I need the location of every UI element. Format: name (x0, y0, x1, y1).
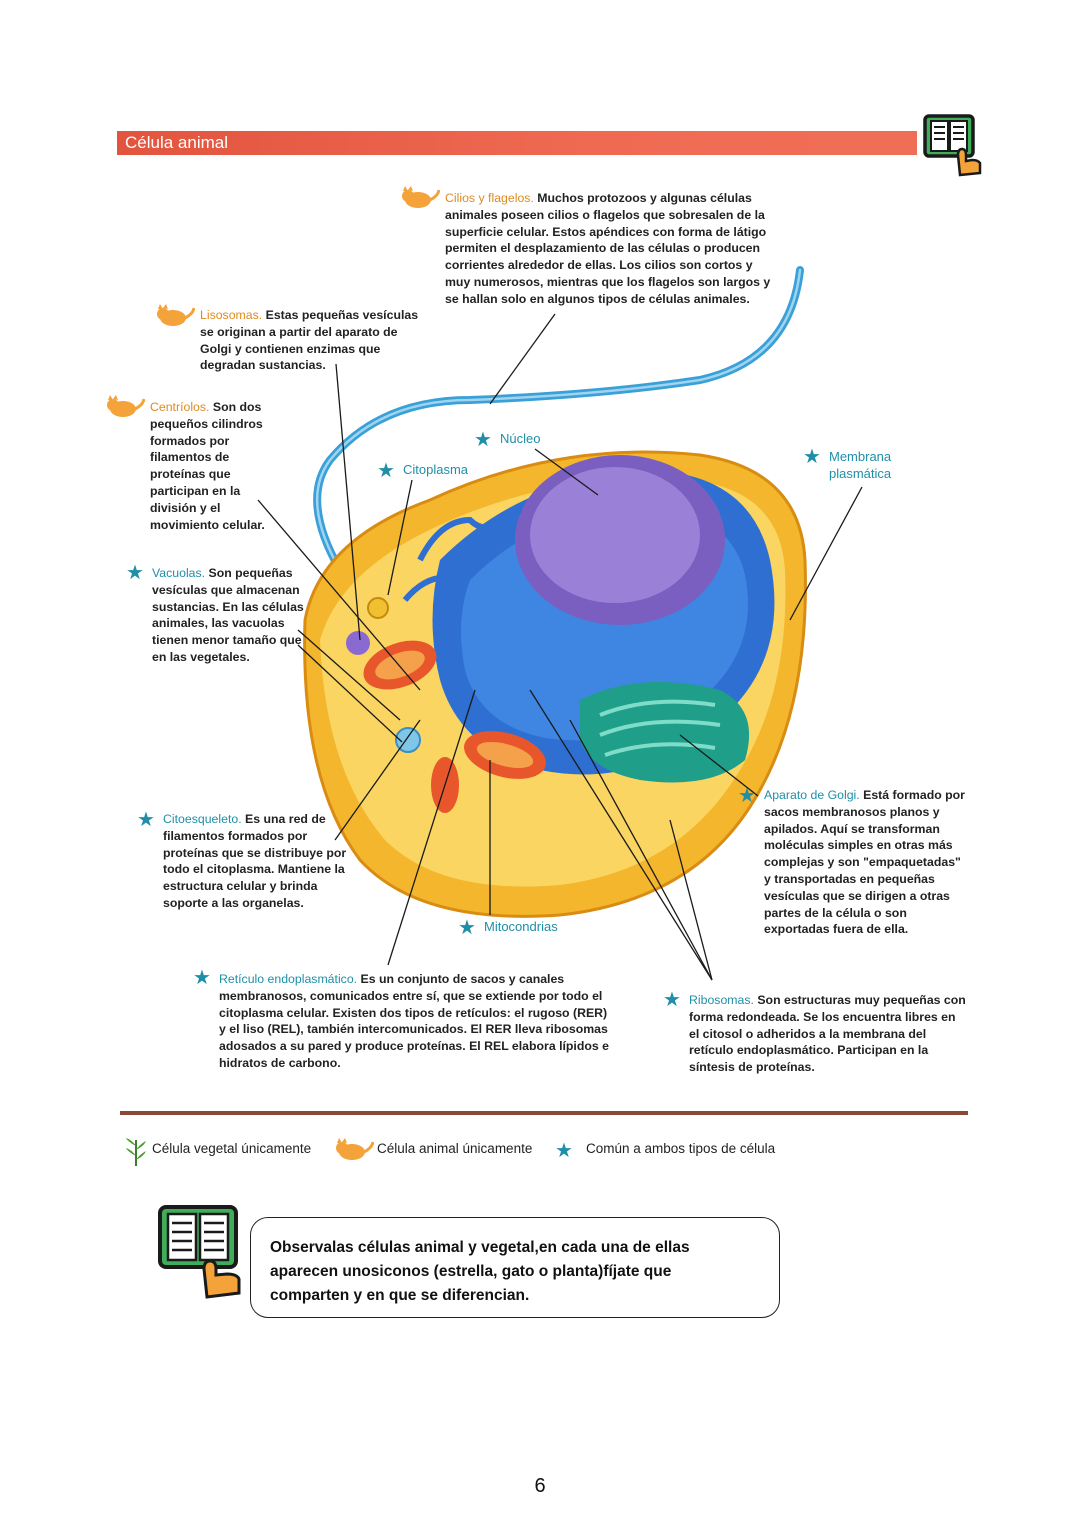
legend-animal: Célula animal únicamente (377, 1141, 533, 1156)
star-icon: ★ (137, 809, 155, 831)
annotation-text: Está formado por sacos membranosos plano… (764, 788, 965, 937)
annotation-centriolos: Centríolos. Son dos pequeños cilindros f… (150, 399, 275, 533)
label-membrana: Membrana plasmática (829, 449, 892, 481)
star-icon: ★ (458, 917, 476, 939)
star-icon: ★ (193, 967, 211, 989)
plant-icon (124, 1136, 148, 1171)
annotation-text: Son dos pequeños cilindros formados por … (150, 400, 265, 532)
annotation-reticulo: Retículo endoplasmático. Es un conjunto … (219, 971, 609, 1072)
annotation-term: Aparato de Golgi. (764, 788, 860, 802)
section-title: Célula animal (125, 133, 228, 152)
annotation-lisosomas: Lisosomas. Estas pequeñas vesículas se o… (200, 307, 425, 374)
star-icon: ★ (663, 989, 681, 1011)
annotation-term: Ribosomas. (689, 993, 754, 1007)
legend-comun: Común a ambos tipos de célula (586, 1141, 776, 1156)
book-hand-icon (157, 1203, 243, 1299)
label-mitocondrias: Mitocondrias (484, 919, 558, 934)
annotation-term: Centríolos. (150, 400, 210, 414)
cat-icon (400, 186, 441, 217)
instruction-text: Observalas células animal y vegetal,en c… (270, 1239, 690, 1304)
annotation-vacuolas: Vacuolas. Son pequeñas vesículas que alm… (152, 565, 312, 666)
star-icon: ★ (377, 460, 395, 482)
cat-icon (334, 1138, 375, 1169)
label-nucleo: Núcleo (500, 431, 541, 446)
label-citoplasma: Citoplasma (403, 462, 469, 477)
book-hand-icon (922, 113, 984, 177)
star-icon: ★ (126, 562, 144, 584)
annotation-ribosomas: Ribosomas. Son estructuras muy pequeñas … (689, 992, 969, 1076)
annotation-term: Cilios y flagelos. (445, 191, 534, 205)
annotation-golgi: Aparato de Golgi. Está formado por sacos… (764, 787, 969, 938)
star-icon: ★ (474, 429, 492, 451)
divider (120, 1111, 968, 1115)
annotation-text: Es un conjunto de sacos y canales membra… (219, 972, 609, 1070)
annotation-term: Retículo endoplasmático. (219, 972, 358, 986)
star-icon: ★ (555, 1140, 573, 1162)
annotation-text: Son pequeñas vesículas que almacenan sus… (152, 566, 304, 664)
cat-icon (105, 395, 146, 426)
star-icon: ★ (803, 446, 821, 468)
annotation-text: Estas pequeñas vesículas se originan a p… (200, 308, 419, 373)
annotation-text: Son estructuras muy pequeñas con forma r… (689, 993, 966, 1075)
legend: Célula vegetal únicamente Célula animal … (120, 1136, 820, 1166)
annotation-text: Muchos protozoos y algunas células anima… (445, 191, 771, 306)
cat-icon (155, 304, 196, 335)
annotation-cilios: Cilios y flagelos. Muchos protozoos y al… (445, 190, 775, 308)
annotation-citoesqueleto: Citoesqueleto. Es una red de filamentos … (163, 811, 358, 912)
annotation-term: Vacuolas. (152, 566, 206, 580)
section-banner: Célula animal (117, 131, 917, 155)
annotation-term: Lisosomas. (200, 308, 263, 322)
annotation-term: Citoesqueleto. (163, 812, 242, 826)
legend-vegetal: Célula vegetal únicamente (152, 1141, 312, 1156)
star-icon: ★ (738, 785, 756, 807)
annotation-text: Es una red de filamentos formados por pr… (163, 812, 347, 910)
page-number: 6 (534, 1475, 546, 1497)
animal-cell-illustration (257, 266, 863, 981)
instruction-box: Observalas células animal y vegetal,en c… (250, 1217, 780, 1318)
